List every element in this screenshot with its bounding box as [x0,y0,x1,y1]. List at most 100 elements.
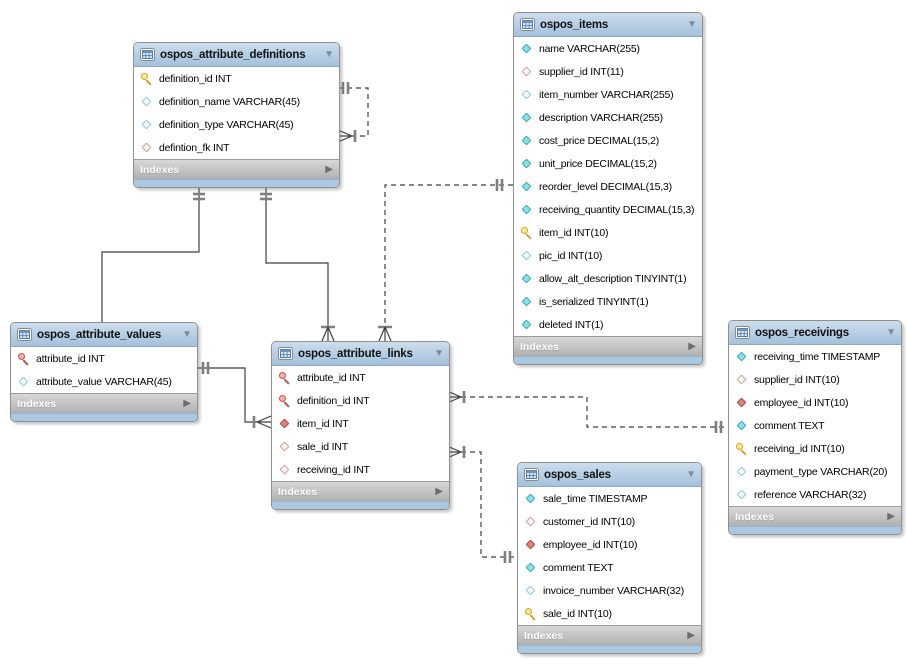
table-ospos-receivings[interactable]: ospos_receivings ▼ receiving_time TIMEST… [728,320,902,535]
column-text: payment_type VARCHAR(20) [754,465,888,478]
column-row[interactable]: item_id INT(10) [514,221,702,244]
column-row[interactable]: comment TEXT [518,556,701,579]
primary-key-icon [278,371,291,384]
column-row[interactable]: reorder_level DECIMAL(15,3) [514,175,702,198]
collapse-arrow-icon[interactable]: ▼ [182,328,192,340]
indexes-footer[interactable]: Indexes ▶ [11,393,197,413]
column-text: receiving_time TIMESTAMP [754,350,881,363]
table-ospos-attribute-definitions[interactable]: ospos_attribute_definitions ▼ definition… [133,42,340,188]
column-row[interactable]: attribute_value VARCHAR(45) [11,370,197,393]
collapse-arrow-icon[interactable]: ▼ [886,326,896,338]
relationship-links-items[interactable] [378,179,513,342]
collapse-arrow-icon[interactable]: ▼ [687,18,697,30]
indexes-footer[interactable]: Indexes ▶ [518,625,701,645]
column-row[interactable]: cost_price DECIMAL(15,2) [514,129,702,152]
expand-arrow-icon: ▶ [325,163,333,175]
table-ospos-items[interactable]: ospos_items ▼ name VARCHAR(255) supplier… [513,12,703,365]
column-type-icon [520,180,533,193]
column-row[interactable]: pic_id INT(10) [514,244,702,267]
column-row[interactable]: item_id INT [272,412,449,435]
table-header[interactable]: ospos_attribute_values ▼ [11,323,197,347]
column-text: sale_time TIMESTAMP [543,492,648,505]
column-row[interactable]: supplier_id INT(10) [729,368,901,391]
table-ospos-attribute-values[interactable]: ospos_attribute_values ▼ attribute_id IN… [10,322,198,422]
collapse-arrow-icon[interactable]: ▼ [434,347,444,359]
column-row[interactable]: sale_id INT(10) [518,602,701,625]
column-row[interactable]: defintion_fk INT [134,136,339,159]
column-row[interactable]: definition_type VARCHAR(45) [134,113,339,136]
column-text: sale_id INT [297,440,348,453]
column-row[interactable]: allow_alt_description TINYINT(1) [514,267,702,290]
column-row[interactable]: attribute_id INT [272,366,449,389]
table-bottom-strip [729,526,901,534]
relationship-values-definitions[interactable] [95,185,205,342]
column-text: attribute_id INT [297,371,366,384]
column-type-icon [524,492,537,505]
column-row[interactable]: customer_id INT(10) [518,510,701,533]
column-row[interactable]: invoice_number VARCHAR(32) [518,579,701,602]
indexes-label: Indexes [140,163,180,176]
column-row[interactable]: receiving_id INT(10) [729,437,901,460]
column-list: receiving_time TIMESTAMP supplier_id INT… [729,345,901,506]
column-row[interactable]: supplier_id INT(11) [514,60,702,83]
table-ospos-attribute-links[interactable]: ospos_attribute_links ▼ attribute_id INT… [271,341,450,510]
column-row[interactable]: is_serialized TINYINT(1) [514,290,702,313]
column-row[interactable]: description VARCHAR(255) [514,106,702,129]
column-row[interactable]: receiving_quantity DECIMAL(15,3) [514,198,702,221]
column-row[interactable]: sale_time TIMESTAMP [518,487,701,510]
column-type-icon [520,157,533,170]
column-list: sale_time TIMESTAMP customer_id INT(10) … [518,487,701,625]
table-header[interactable]: ospos_items ▼ [514,13,702,37]
table-header[interactable]: ospos_attribute_links ▼ [272,342,449,366]
indexes-footer[interactable]: Indexes ▶ [134,159,339,179]
column-type-icon [520,111,533,124]
indexes-footer[interactable]: Indexes ▶ [514,336,702,356]
column-type-icon [520,295,533,308]
column-row[interactable]: receiving_id INT [272,458,449,481]
relationship-definitions-self[interactable] [337,82,369,143]
column-row[interactable]: payment_type VARCHAR(20) [729,460,901,483]
foreign-key-icon [735,396,748,409]
column-text: definition_id INT [297,394,370,407]
column-row[interactable]: definition_name VARCHAR(45) [134,90,339,113]
column-row[interactable]: comment TEXT [729,414,901,437]
indexes-footer[interactable]: Indexes ▶ [272,481,449,501]
collapse-arrow-icon[interactable]: ▼ [686,468,696,480]
column-row[interactable]: receiving_time TIMESTAMP [729,345,901,368]
column-row[interactable]: reference VARCHAR(32) [729,483,901,506]
indexes-label: Indexes [520,340,560,353]
expand-arrow-icon: ▶ [887,510,895,522]
foreign-key-icon [140,141,153,154]
column-row[interactable]: unit_price DECIMAL(15,2) [514,152,702,175]
table-header[interactable]: ospos_attribute_definitions ▼ [134,43,339,67]
column-text: invoice_number VARCHAR(32) [543,584,685,597]
relationship-links-definitions[interactable] [260,185,335,342]
column-text: employee_id INT(10) [754,396,849,409]
column-row[interactable]: definition_id INT [134,67,339,90]
column-type-icon [520,318,533,331]
table-header[interactable]: ospos_receivings ▼ [729,321,901,345]
column-row[interactable]: deleted INT(1) [514,313,702,336]
column-text: receiving_id INT [297,463,370,476]
relationship-links-sales[interactable] [446,445,517,563]
relationship-links-values[interactable] [196,362,272,429]
column-row[interactable]: name VARCHAR(255) [514,37,702,60]
collapse-arrow-icon[interactable]: ▼ [324,48,334,60]
column-row[interactable]: item_number VARCHAR(255) [514,83,702,106]
column-text: item_id INT [297,417,349,430]
column-row[interactable]: employee_id INT(10) [729,391,901,414]
column-row[interactable]: employee_id INT(10) [518,533,701,556]
foreign-key-icon [278,417,291,430]
table-header[interactable]: ospos_sales ▼ [518,463,701,487]
table-ospos-sales[interactable]: ospos_sales ▼ sale_time TIMESTAMP custom… [517,462,702,654]
primary-key-icon [735,442,748,455]
column-text: supplier_id INT(10) [754,373,840,386]
column-row[interactable]: attribute_id INT [11,347,197,370]
column-text: employee_id INT(10) [543,538,638,551]
indexes-footer[interactable]: Indexes ▶ [729,506,901,526]
column-row[interactable]: sale_id INT [272,435,449,458]
column-row[interactable]: definition_id INT [272,389,449,412]
column-text: attribute_value VARCHAR(45) [36,375,172,388]
relationship-links-receivings[interactable] [446,390,728,433]
